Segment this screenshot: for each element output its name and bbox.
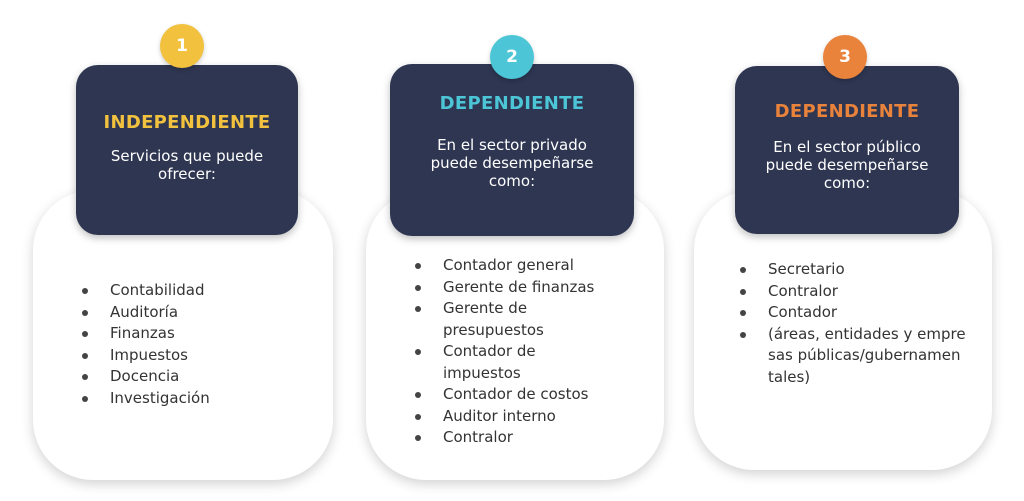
list-item: Contador general <box>409 255 629 277</box>
column-2-header: DEPENDIENTE En el sector privado puede d… <box>390 64 634 236</box>
list-item: Contralor <box>734 281 966 303</box>
list-item: (áreas, entidades y empresas públicas/gu… <box>734 324 966 389</box>
column-3-title: DEPENDIENTE <box>774 101 920 122</box>
column-3-number-badge: 3 <box>823 35 867 79</box>
list-item: Impuestos <box>76 345 306 367</box>
column-3-card <box>694 190 992 470</box>
list-item: Investigación <box>76 388 306 410</box>
list-item: Contador <box>734 302 966 324</box>
list-item: Finanzas <box>76 323 306 345</box>
list-item: Auditor interno <box>409 406 629 428</box>
column-3-subtitle: En el sector público puede desempeñarse … <box>765 138 929 192</box>
list-item: Auditoría <box>76 302 306 324</box>
list-item: Contador de impuestos <box>409 341 629 384</box>
list-item: Contabilidad <box>76 280 306 302</box>
list-item: Contador de costos <box>409 384 629 406</box>
column-2-subtitle: En el sector privado puede desempeñarse … <box>430 136 594 190</box>
column-2-card <box>366 190 664 480</box>
list-item: Gerente de presupuestos <box>409 298 629 341</box>
column-3-list: Secretario Contralor Contador (áreas, en… <box>734 259 966 388</box>
list-item: Contralor <box>409 427 629 449</box>
column-1-header: INDEPENDIENTE Servicios que puede ofrece… <box>76 65 298 235</box>
column-1-title: INDEPENDIENTE <box>103 112 271 133</box>
column-1-list: Contabilidad Auditoría Finanzas Impuesto… <box>76 280 306 409</box>
list-item: Docencia <box>76 366 306 388</box>
column-1-subtitle: Servicios que puede ofrecer: <box>110 147 264 183</box>
list-item: Secretario <box>734 259 966 281</box>
column-3-header: DEPENDIENTE En el sector público puede d… <box>735 66 959 234</box>
column-1-number-badge: 1 <box>160 24 204 68</box>
column-2-number-badge: 2 <box>490 35 534 79</box>
column-2-title: DEPENDIENTE <box>439 93 585 114</box>
list-item: Gerente de finanzas <box>409 277 629 299</box>
column-2-list: Contador general Gerente de finanzas Ger… <box>409 255 629 449</box>
